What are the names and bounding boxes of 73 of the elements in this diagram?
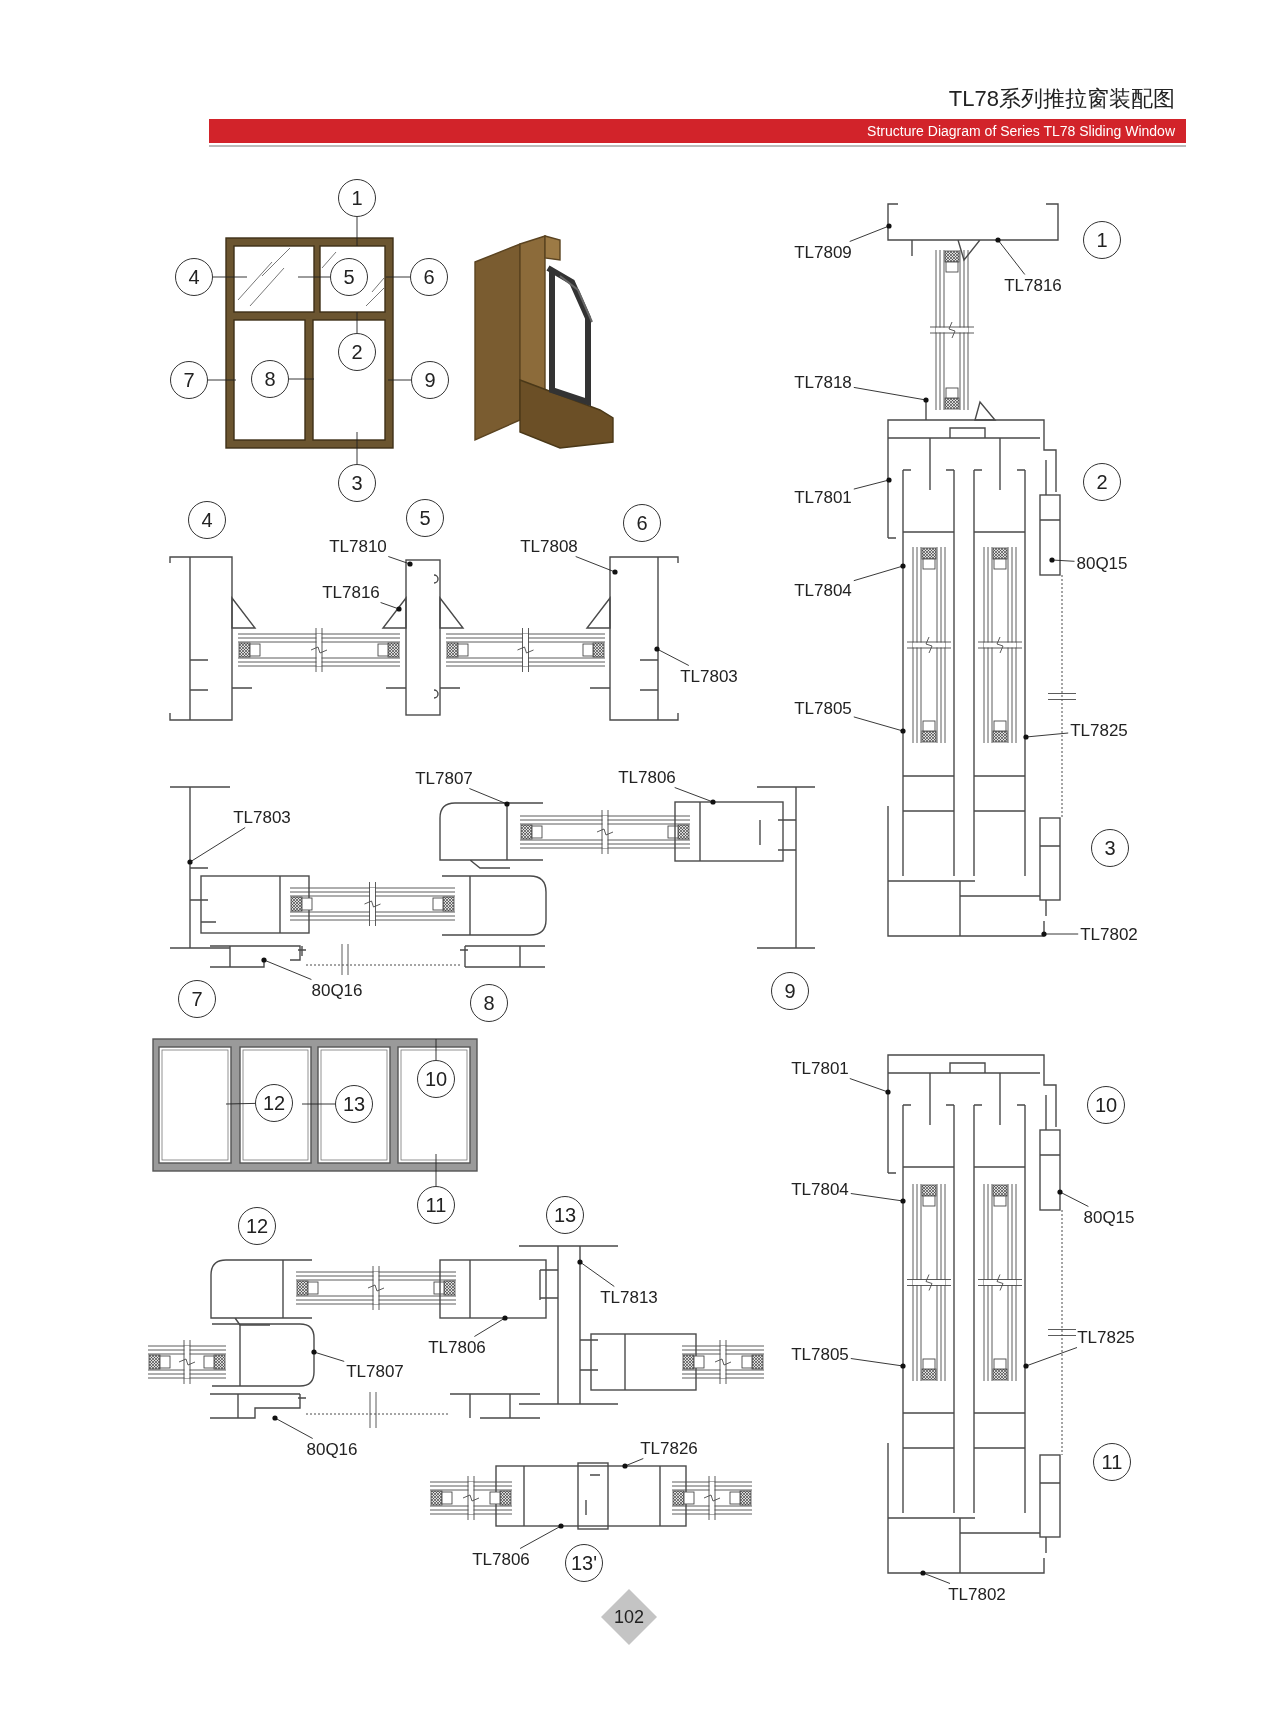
part-code-label: TL7808	[520, 536, 578, 556]
part-code-label: TL7807	[415, 768, 473, 788]
leader-line	[212, 276, 248, 278]
callout-number: 1	[338, 179, 376, 217]
part-code-label: TL7825	[1070, 720, 1128, 740]
part-code-label: TL7801	[794, 487, 852, 507]
part-code-label: TL7818	[794, 372, 852, 392]
part-code-label: 80Q16	[311, 980, 363, 1000]
profile-section-drawing	[169, 556, 679, 721]
callout-number: 9	[411, 361, 449, 399]
part-code-label: 80Q15	[1083, 1207, 1135, 1227]
leader-line	[301, 1103, 336, 1105]
callout-number: 6	[410, 258, 448, 296]
part-code-label: TL7803	[233, 807, 291, 827]
window-elevation-drawing	[225, 237, 394, 449]
callout-number: 10	[1087, 1086, 1125, 1124]
part-code-label: TL7805	[791, 1344, 849, 1364]
callout-number: 12	[238, 1207, 276, 1245]
part-code-label: TL7825	[1077, 1327, 1135, 1347]
part-code-label: TL7806	[618, 767, 676, 787]
callout-number: 11	[417, 1186, 455, 1224]
part-code-label: TL7804	[794, 580, 852, 600]
part-code-label: TL7813	[600, 1287, 658, 1307]
part-code-label: TL7816	[1004, 275, 1062, 295]
part-code-label: TL7805	[794, 698, 852, 718]
part-code-label: TL7816	[322, 582, 380, 602]
profile-section-drawing	[169, 786, 816, 976]
leader-line	[356, 431, 358, 465]
callout-number: 11	[1093, 1443, 1131, 1481]
callout-number: 3	[1091, 829, 1129, 867]
part-code-label: 80Q16	[306, 1439, 358, 1459]
callout-number: 7	[178, 980, 216, 1018]
callout-number: 13'	[565, 1544, 603, 1582]
part-code-label: TL7806	[428, 1337, 486, 1357]
leader-line	[385, 276, 411, 278]
callout-number: 6	[623, 504, 661, 542]
part-code-label: TL7801	[791, 1058, 849, 1078]
leader-line	[288, 378, 315, 380]
callout-number: 4	[175, 258, 213, 296]
callout-number: 4	[188, 501, 226, 539]
part-code-label: 80Q15	[1076, 553, 1128, 573]
part-code-label: TL7804	[791, 1179, 849, 1199]
callout-number: 7	[170, 361, 208, 399]
callout-number: 13	[546, 1196, 584, 1234]
part-code-label: TL7802	[1080, 924, 1138, 944]
profile-section-drawing	[429, 1462, 753, 1530]
callout-number: 5	[406, 499, 444, 537]
leader-line	[356, 311, 358, 334]
leader-line	[297, 276, 331, 278]
callout-number: 8	[470, 984, 508, 1022]
page-number: 102	[600, 1588, 658, 1646]
window-elevation-drawing	[152, 1038, 478, 1172]
part-code-label: TL7803	[680, 666, 738, 686]
leader-line	[225, 1102, 256, 1105]
part-code-label: TL7810	[329, 536, 387, 556]
callout-number: 9	[771, 972, 809, 1010]
part-code-label: TL7807	[346, 1361, 404, 1381]
leader-line	[356, 216, 358, 247]
profile-section-drawing	[147, 1245, 765, 1429]
leader-line	[207, 379, 237, 381]
part-code-label: TL7809	[794, 242, 852, 262]
part-code-label: TL7806	[472, 1549, 530, 1569]
callout-number: 1	[1083, 221, 1121, 259]
callout-number: 3	[338, 464, 376, 502]
page-title: TL78系列推拉窗装配图	[948, 85, 1175, 113]
profile-section-drawing	[887, 1054, 1077, 1574]
part-code-label: TL7802	[948, 1584, 1006, 1604]
leader-line	[435, 1038, 437, 1061]
leader-line	[435, 1153, 437, 1187]
page-subtitle: Structure Diagram of Series TL78 Sliding Window	[867, 123, 1175, 139]
leader-line	[387, 379, 412, 381]
part-code-label: TL7826	[640, 1438, 698, 1458]
callout-number: 2	[1083, 463, 1121, 501]
